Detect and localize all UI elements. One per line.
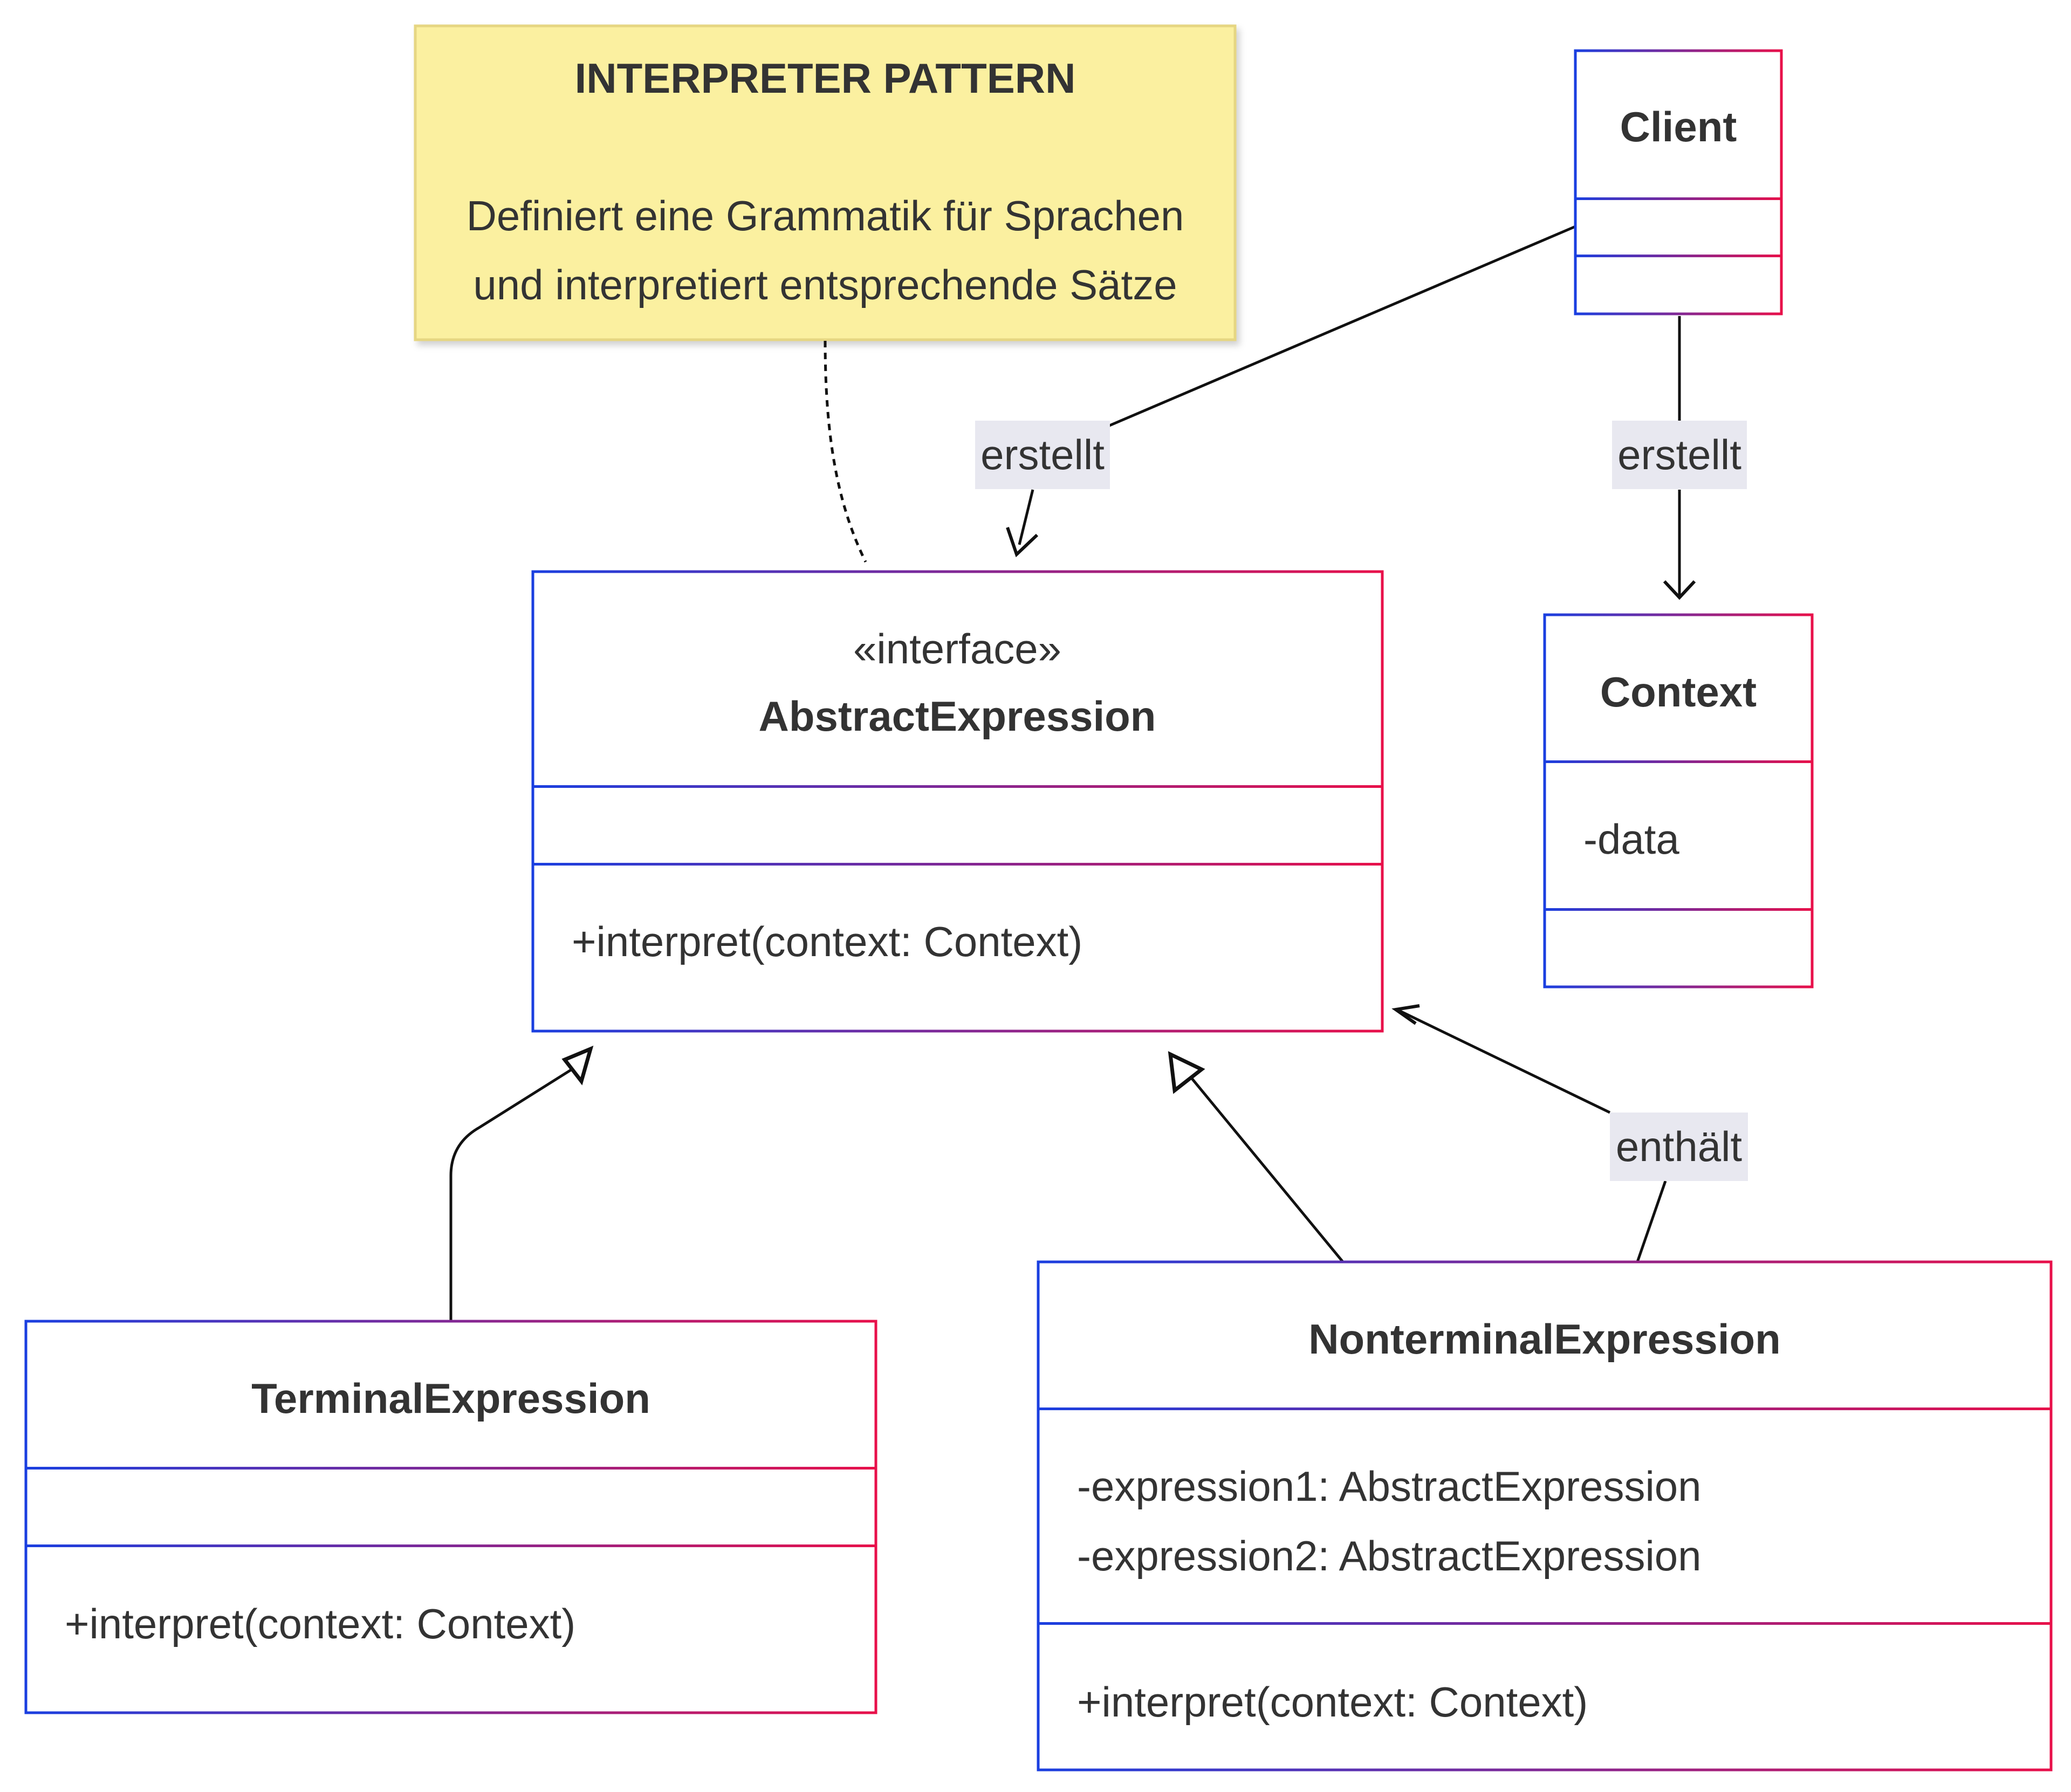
pattern-note: INTERPRETER PATTERN Definiert eine Gramm…: [414, 24, 1237, 341]
class-client[interactable]: Client: [1574, 49, 1783, 315]
edge-nonterminal-inherits: [1191, 1077, 1344, 1263]
label-nonterminal-contains: enthält: [1616, 1123, 1743, 1170]
edge-terminal-inherits: [449, 1066, 575, 1321]
nonterminal-method: +interpret(context: Context): [1077, 1678, 1588, 1726]
label-client-creates-context: erstellt: [1617, 431, 1741, 478]
edge-client-abstract-lower: [1018, 489, 1034, 545]
terminal-method: +interpret(context: Context): [65, 1600, 575, 1647]
edge-nonterminal-contains-upper: [1396, 1008, 1611, 1114]
nonterminal-name: NonterminalExpression: [1308, 1315, 1781, 1363]
context-name: Context: [1600, 668, 1757, 716]
abstract-stereotype: «interface»: [853, 625, 1061, 672]
client-name: Client: [1620, 103, 1737, 150]
note-line-1: Definiert eine Grammatik für Sprachen: [467, 192, 1184, 239]
nonterminal-attribute-2: -expression2: AbstractExpression: [1077, 1532, 1702, 1580]
terminal-name: TerminalExpression: [251, 1375, 650, 1422]
abstract-name: AbstractExpression: [759, 692, 1156, 740]
note-title: INTERPRETER PATTERN: [575, 54, 1076, 102]
arrowhead-nonterminal-contains: [1391, 1004, 1420, 1025]
inheritance-arrow-terminal: [561, 1045, 594, 1086]
edge-label-erstellt-1: erstellt: [975, 421, 1110, 489]
edge-nonterminal-contains: [1636, 1180, 1667, 1262]
edge-client-abstract: [1108, 225, 1576, 428]
class-nonterminal-expression[interactable]: NonterminalExpression -expression1: Abst…: [1037, 1260, 2053, 1772]
arrowhead-client-context: [1663, 580, 1696, 600]
edge-label-erstellt-2: erstellt: [1612, 421, 1747, 489]
class-abstract-expression[interactable]: «interface» AbstractExpression +interpre…: [531, 570, 1384, 1033]
label-client-creates-abstract: erstellt: [980, 431, 1105, 478]
nonterminal-attribute-1: -expression1: AbstractExpression: [1077, 1463, 1702, 1510]
arrowhead-client-abstract: [1006, 527, 1039, 558]
context-attribute: -data: [1583, 815, 1679, 863]
class-terminal-expression[interactable]: TerminalExpression +interpret(context: C…: [24, 1320, 877, 1714]
edge-label-enthaelt: enthält: [1610, 1113, 1748, 1181]
abstract-method: +interpret(context: Context): [572, 918, 1082, 965]
class-context[interactable]: Context -data: [1543, 613, 1814, 988]
note-connector: [824, 340, 867, 563]
note-line-2: und interpretiert entsprechende Sätze: [473, 261, 1177, 308]
inheritance-arrow-nonterminal: [1168, 1051, 1205, 1094]
